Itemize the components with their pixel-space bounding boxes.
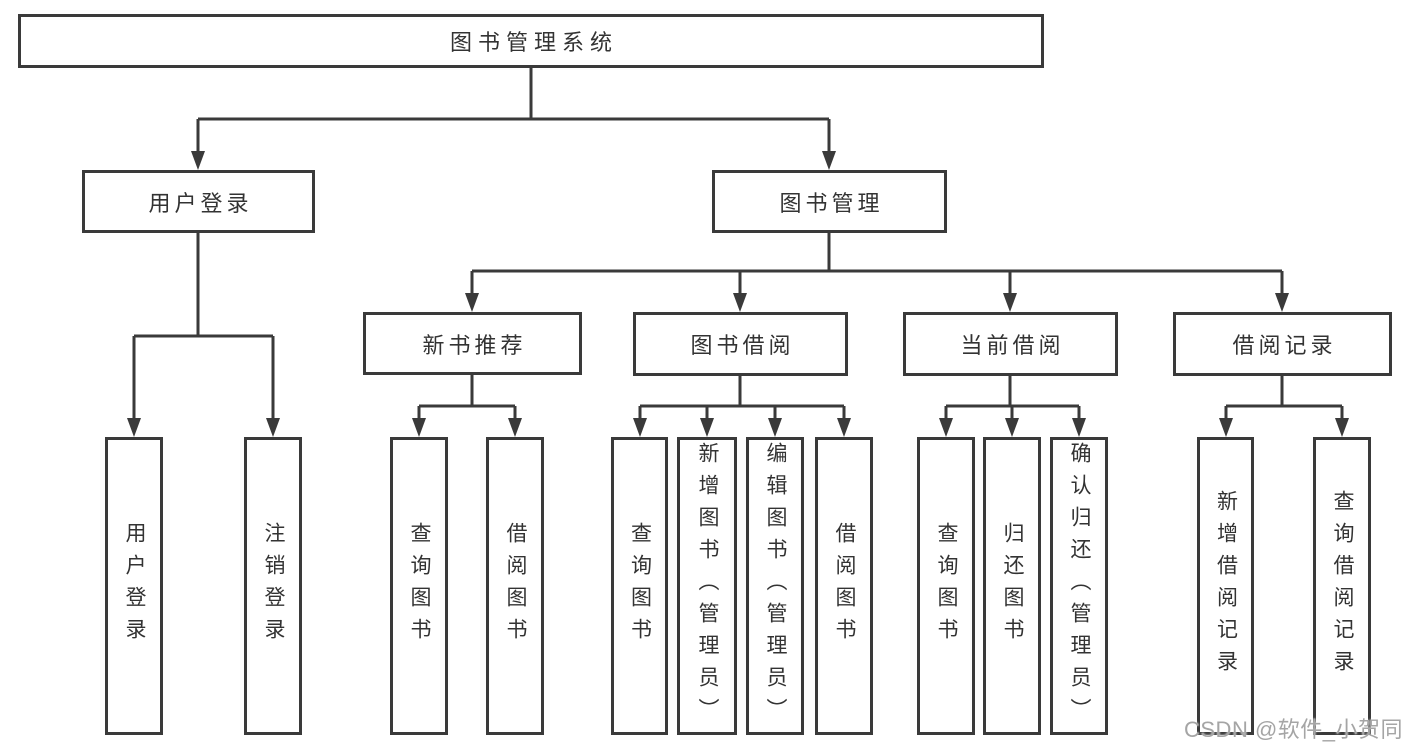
leaf-recommend-borrow-book: 借阅图书	[486, 437, 544, 735]
leaf-current-query-book: 查询图书	[917, 437, 975, 735]
leaf-login-logout: 注销登录	[244, 437, 302, 735]
tree-edges	[132, 68, 1344, 424]
leaf-borrow-query-book: 查询图书	[611, 437, 668, 735]
leaf-records-add-record: 新增借阅记录	[1197, 437, 1254, 735]
node-book-borrow: 图书借阅	[633, 312, 848, 376]
node-library-management-system: 图书管理系统	[18, 14, 1044, 68]
leaf-records-query-record: 查询借阅记录	[1313, 437, 1371, 735]
node-current-borrow: 当前借阅	[903, 312, 1118, 376]
leaf-login-user-login: 用户登录	[105, 437, 163, 735]
node-borrow-records: 借阅记录	[1173, 312, 1392, 376]
leaf-borrow-edit-book-admin: 编辑图书（管理员）	[746, 437, 804, 735]
leaf-current-return-book: 归还图书	[983, 437, 1041, 735]
node-new-book-recommend: 新书推荐	[363, 312, 582, 375]
leaf-current-confirm-return-admin: 确认归还（管理员）	[1050, 437, 1108, 735]
node-user-login: 用户登录	[82, 170, 315, 233]
arrowhead-icons	[127, 151, 1349, 437]
node-book-management: 图书管理	[712, 170, 947, 233]
csdn-watermark: CSDN @软件_小贺同学	[1184, 717, 1404, 742]
leaf-recommend-query-book: 查询图书	[390, 437, 448, 735]
leaf-borrow-borrow-book: 借阅图书	[815, 437, 873, 735]
leaf-borrow-add-book-admin: 新增图书（管理员）	[677, 437, 737, 735]
